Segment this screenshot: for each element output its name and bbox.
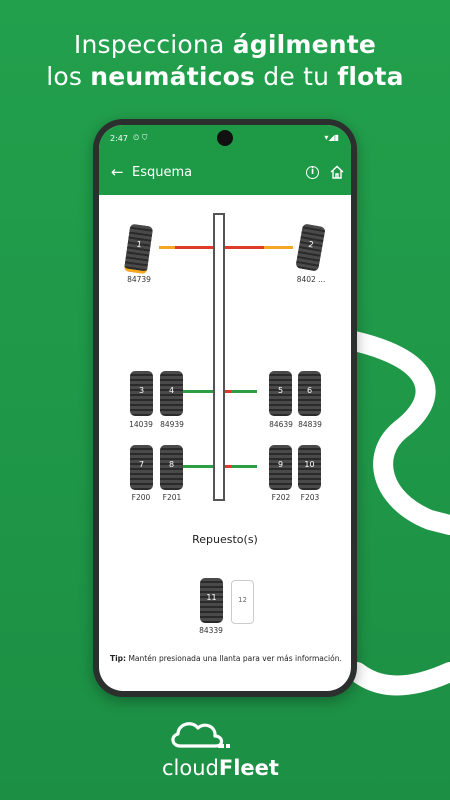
status-time: 2:47 <box>110 134 128 143</box>
tire-3[interactable]: 3 <box>130 371 153 416</box>
camera-cutout <box>217 130 233 146</box>
app-bar: ← Esquema i <box>99 153 351 195</box>
headline-line-2: los neumáticos de tu flota <box>46 62 404 91</box>
tire-11[interactable]: 11 <box>200 578 223 623</box>
cloud-icon <box>171 722 230 748</box>
tire-code: 84939 <box>160 420 184 429</box>
tire-6[interactable]: 6 <box>298 371 321 416</box>
tire-code: 84339 <box>199 626 223 635</box>
tire-1[interactable]: 1 <box>123 223 154 275</box>
tire-number: 6 <box>306 386 313 395</box>
tire-code: F200 <box>131 493 151 502</box>
system-status-icons: ▾◢▮ <box>324 133 339 142</box>
tire-number: 4 <box>168 386 175 395</box>
tire-10[interactable]: 10 <box>298 445 321 490</box>
axle-link-6 <box>225 465 257 468</box>
tire-number: 10 <box>304 460 315 469</box>
vehicle-chassis <box>213 213 225 501</box>
axle-link-5 <box>182 465 213 468</box>
tire-number: 7 <box>138 460 145 469</box>
brand-wordmark: cloudFleet <box>162 756 279 780</box>
headline-line-1: Inspecciona ágilmente <box>73 30 377 59</box>
tire-5[interactable]: 5 <box>269 371 292 416</box>
phone-screen: 2:47 ⏲ ⛉ ▾◢▮ ← Esquema i <box>99 125 351 691</box>
tire-scheme: 1 84739 2 8402 ... 3 14039 4 84939 5 846… <box>99 195 351 691</box>
tire-code: 84639 <box>269 420 293 429</box>
info-icon[interactable]: i <box>306 166 319 179</box>
tire-4[interactable]: 4 <box>160 371 183 416</box>
tire-number: 9 <box>277 460 284 469</box>
tire-number: 11 <box>206 593 217 602</box>
axle-link-3 <box>182 390 213 393</box>
tire-code: F201 <box>162 493 182 502</box>
status-notification-icons: ⏲ ⛉ <box>133 133 148 142</box>
status-bar: 2:47 ⏲ ⛉ ▾◢▮ <box>99 125 351 153</box>
axle-link-center-1b <box>186 246 213 249</box>
tire-code: 8402 ... <box>296 275 326 284</box>
back-arrow-icon[interactable]: ← <box>111 163 124 181</box>
tire-code: 84739 <box>127 275 151 284</box>
tire-number: 1 <box>135 239 143 250</box>
tire-number: 2 <box>307 239 315 250</box>
empty-spare-slot[interactable]: 12 <box>231 580 254 624</box>
tire-7[interactable]: 7 <box>130 445 153 490</box>
tire-9[interactable]: 9 <box>269 445 292 490</box>
tire-code: F202 <box>271 493 291 502</box>
axle-link-1 <box>159 246 186 249</box>
phone-frame: 2:47 ⏲ ⛉ ▾◢▮ ← Esquema i <box>93 119 357 697</box>
axle-link-4 <box>225 390 257 393</box>
home-icon[interactable] <box>330 165 344 179</box>
axle-link-center-1 <box>225 246 245 249</box>
tire-number: 8 <box>168 460 175 469</box>
tire-code: 14039 <box>129 420 153 429</box>
tire-code: F203 <box>300 493 320 502</box>
slot-number: 12 <box>238 596 247 604</box>
tip-text: Tip: Mantén presionada una llanta para v… <box>110 654 342 663</box>
tire-2[interactable]: 2 <box>295 223 326 272</box>
page-title: Esquema <box>132 165 193 180</box>
tire-number: 5 <box>277 386 284 395</box>
spare-section-title: Repuesto(s) <box>192 533 258 546</box>
tire-8[interactable]: 8 <box>160 445 183 490</box>
tire-number: 3 <box>138 386 145 395</box>
axle-link-2 <box>245 246 293 249</box>
cloudfleet-logo: cloudFleet <box>150 716 300 786</box>
tire-code: 84839 <box>298 420 322 429</box>
